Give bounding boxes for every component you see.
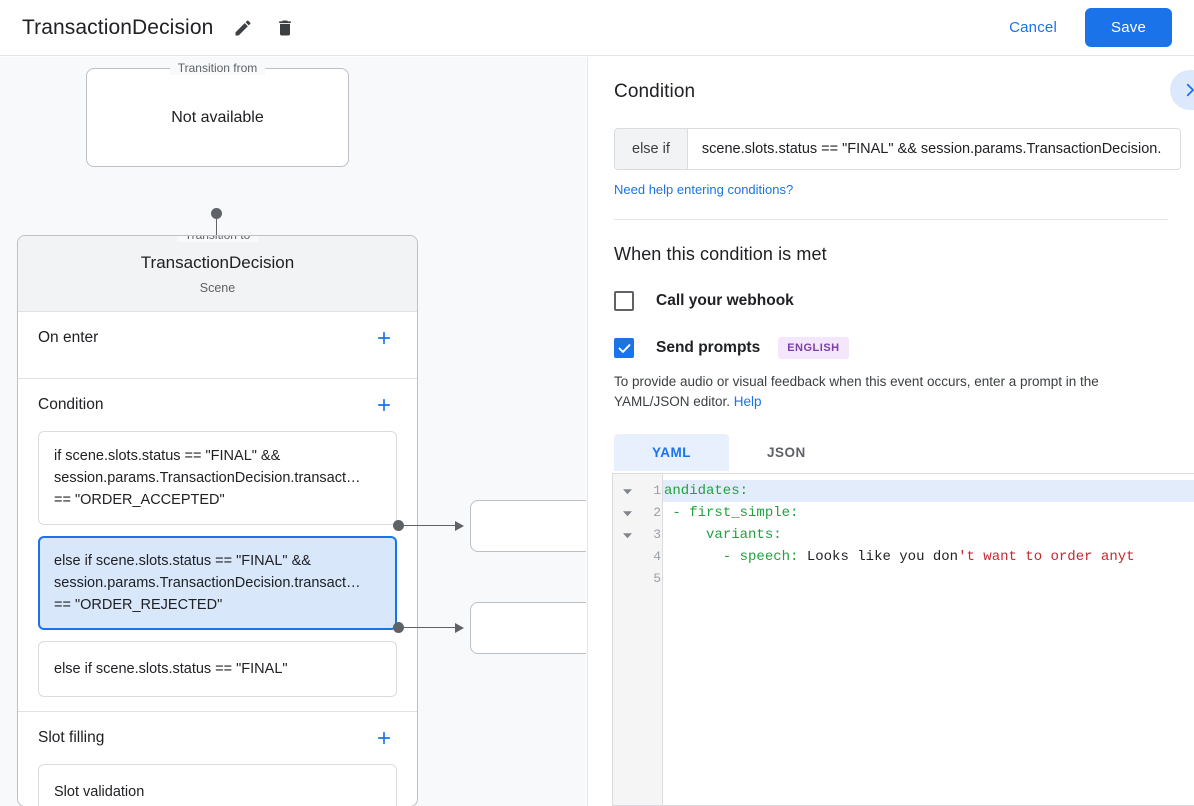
- editor-code-area[interactable]: andidates: - first_simple: variants: - s…: [663, 474, 1194, 805]
- section-item-card[interactable]: else if scene.slots.status == "FINAL" &&…: [38, 536, 397, 630]
- prompts-hint-text: To provide audio or visual feedback when…: [614, 372, 1168, 412]
- call-webhook-label: Call your webhook: [656, 292, 794, 309]
- condition-help-link[interactable]: Need help entering conditions?: [614, 182, 794, 197]
- plus-icon[interactable]: [371, 325, 397, 351]
- condition-1-connector-dot: [393, 520, 404, 531]
- section-header: Slot filling: [38, 712, 397, 764]
- code-line[interactable]: [663, 568, 1194, 590]
- plus-icon[interactable]: [371, 725, 397, 751]
- transition-from-value: Not available: [171, 108, 264, 126]
- language-badge: ENGLISH: [778, 337, 849, 359]
- fold-placeholder: [613, 546, 641, 568]
- yaml-code-editor[interactable]: 1 2 3 4 5 andidates: - first_simple: variant…: [612, 473, 1194, 806]
- code-line[interactable]: andidates:: [663, 480, 1194, 502]
- condition-2-target-node[interactable]: [470, 602, 586, 654]
- fold-placeholder: [613, 568, 641, 590]
- when-condition-met-title: When this condition is met: [614, 244, 827, 264]
- call-webhook-checkbox[interactable]: [614, 291, 634, 311]
- tab-yaml[interactable]: YAML: [614, 434, 730, 471]
- transition-to-node[interactable]: Transition to TransactionDecision Scene …: [17, 235, 418, 806]
- condition-2-connector-dot: [393, 622, 404, 633]
- trash-icon[interactable]: [271, 14, 299, 42]
- scene-section-on-enter: On enter: [18, 312, 417, 379]
- editor-fold-gutter[interactable]: [613, 474, 641, 805]
- code-token: first_simple: [689, 505, 791, 521]
- section-label: Condition: [38, 396, 104, 413]
- section-item-card[interactable]: else if scene.slots.status == "FINAL": [38, 641, 397, 697]
- caret-down-icon[interactable]: [613, 480, 641, 502]
- code-token: -: [664, 549, 740, 565]
- section-item-card[interactable]: if scene.slots.status == "FINAL" && sess…: [38, 431, 397, 525]
- section-header: On enter: [38, 312, 397, 364]
- condition-prefix-label: else if: [615, 129, 688, 169]
- code-token: Looks like you don: [798, 549, 959, 565]
- scene-title: TransactionDecision: [140, 253, 295, 272]
- scene-section-condition: Condition if scene.slots.status == "FINAL…: [18, 379, 417, 712]
- prompts-help-link[interactable]: Help: [733, 394, 762, 409]
- code-token: variants: [706, 527, 774, 543]
- line-number: 5: [653, 571, 661, 586]
- condition-2-connector-arrowhead: [455, 623, 464, 633]
- send-prompts-label: Send prompts: [656, 339, 761, 356]
- line-number: 4: [653, 549, 661, 564]
- editor-format-tabs: YAML JSON: [614, 434, 1168, 471]
- code-token: :: [739, 483, 749, 499]
- code-token: :: [790, 549, 799, 565]
- section-item-card[interactable]: Slot validation: [38, 764, 397, 806]
- section-label: Slot filling: [38, 729, 105, 746]
- page-title: TransactionDecision: [22, 15, 214, 39]
- editor-line-number-gutter: 1 2 3 4 5: [641, 474, 663, 805]
- send-prompts-checkbox[interactable]: [614, 338, 634, 358]
- condition-expression-input[interactable]: [687, 129, 1180, 169]
- panel-body: When this condition is met Call your web…: [588, 220, 1194, 471]
- transition-from-node[interactable]: Transition from Not available: [86, 61, 349, 167]
- line-number: 3: [653, 527, 661, 542]
- cancel-button[interactable]: Cancel: [995, 11, 1071, 44]
- code-token: 't want to order anyt: [958, 549, 1135, 565]
- section-header: Condition: [38, 379, 397, 431]
- code-line[interactable]: variants:: [663, 524, 1194, 546]
- chevron-right-icon[interactable]: [1170, 70, 1194, 110]
- condition-1-connector-line: [404, 525, 456, 526]
- save-button[interactable]: Save: [1085, 8, 1172, 47]
- prompts-hint-body: To provide audio or visual feedback when…: [614, 374, 1099, 409]
- condition-expression-row[interactable]: else if: [614, 128, 1181, 170]
- code-token: :: [773, 527, 782, 543]
- send-prompts-checkbox-row[interactable]: Send prompts ENGLISH: [614, 337, 1168, 359]
- line-number: 2: [653, 505, 661, 520]
- transition-to-legend: Transition to: [176, 236, 259, 242]
- graph-canvas[interactable]: Transition from Not available Transition…: [0, 57, 586, 806]
- caret-down-icon[interactable]: [613, 524, 641, 546]
- section-label: On enter: [38, 329, 99, 346]
- code-line[interactable]: - speech: Looks like you don't want to o…: [663, 546, 1194, 568]
- panel-divider: [614, 219, 1168, 220]
- condition-2-connector-line: [404, 627, 456, 628]
- caret-down-icon[interactable]: [613, 502, 641, 524]
- scene-subtitle: Scene: [199, 281, 236, 295]
- pencil-icon[interactable]: [229, 14, 257, 42]
- code-token: -: [664, 505, 690, 521]
- plus-icon[interactable]: [371, 392, 397, 418]
- code-token: speech: [739, 549, 791, 565]
- code-token: :: [790, 505, 799, 521]
- code-token: andidates: [664, 483, 740, 499]
- code-token: [664, 527, 706, 543]
- panel-header: Condition else if Need help entering con…: [588, 57, 1194, 220]
- condition-1-connector-arrowhead: [455, 521, 464, 531]
- transition-from-legend: Transition from: [169, 61, 266, 75]
- scene-header: TransactionDecision Scene: [18, 236, 417, 312]
- panel-title: Condition: [614, 81, 696, 102]
- webhook-checkbox-row[interactable]: Call your webhook: [614, 291, 1168, 311]
- tab-json[interactable]: JSON: [767, 445, 806, 460]
- condition-1-target-node[interactable]: [470, 500, 586, 552]
- code-line[interactable]: - first_simple:: [663, 502, 1194, 524]
- top-app-bar: TransactionDecision Cancel Save: [0, 0, 1194, 56]
- line-number: 1: [653, 483, 661, 498]
